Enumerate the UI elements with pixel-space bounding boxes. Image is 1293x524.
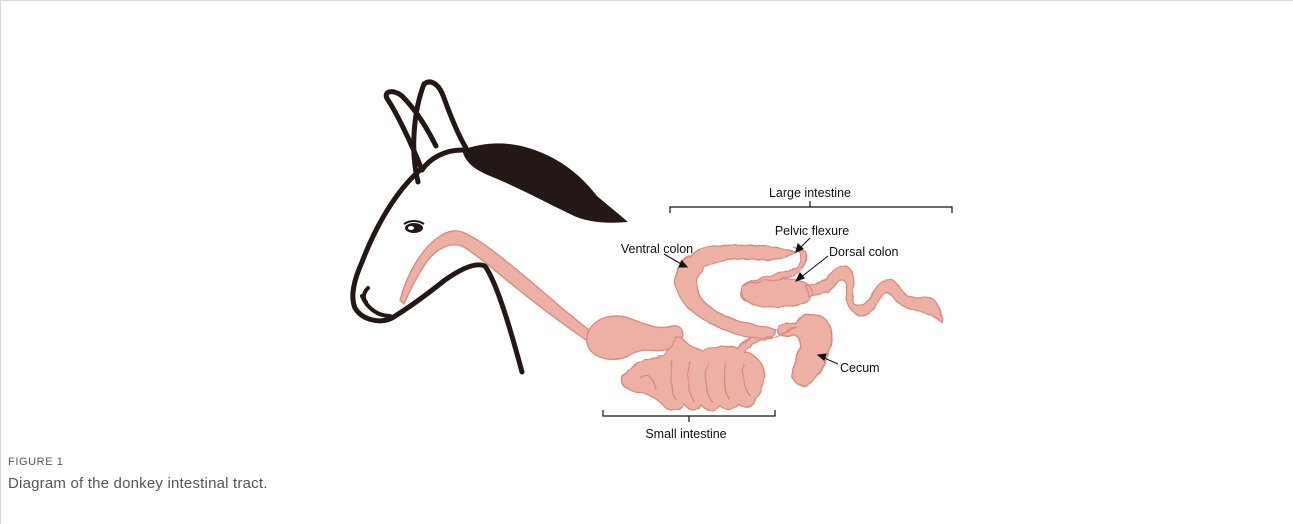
eye-icon: [404, 221, 424, 233]
cecum-label: Cecum: [840, 361, 880, 375]
figure-caption: FIGURE 1 Diagram of the donkey intestina…: [8, 456, 268, 492]
small-intestine-label: Small intestine: [645, 427, 726, 441]
large-intestine-label: Large intestine: [769, 186, 851, 200]
small-intestine-bracket: [603, 410, 775, 422]
head-outline: [353, 92, 522, 372]
mane: [462, 143, 628, 222]
nostril-icon: [364, 288, 368, 302]
pelvic-flexure-label: Pelvic flexure: [775, 224, 849, 238]
dorsal-colon-label: Dorsal colon: [829, 245, 899, 259]
ventral-colon-label: Ventral colon: [621, 242, 693, 256]
pelvic-flexure-arrow: [796, 238, 810, 252]
esophagus: [400, 231, 600, 346]
large-intestine-bracket: [670, 201, 952, 213]
figure-number: FIGURE 1: [8, 456, 268, 468]
cecum: [778, 315, 832, 386]
figure-title: Diagram of the donkey intestinal tract.: [8, 475, 268, 492]
